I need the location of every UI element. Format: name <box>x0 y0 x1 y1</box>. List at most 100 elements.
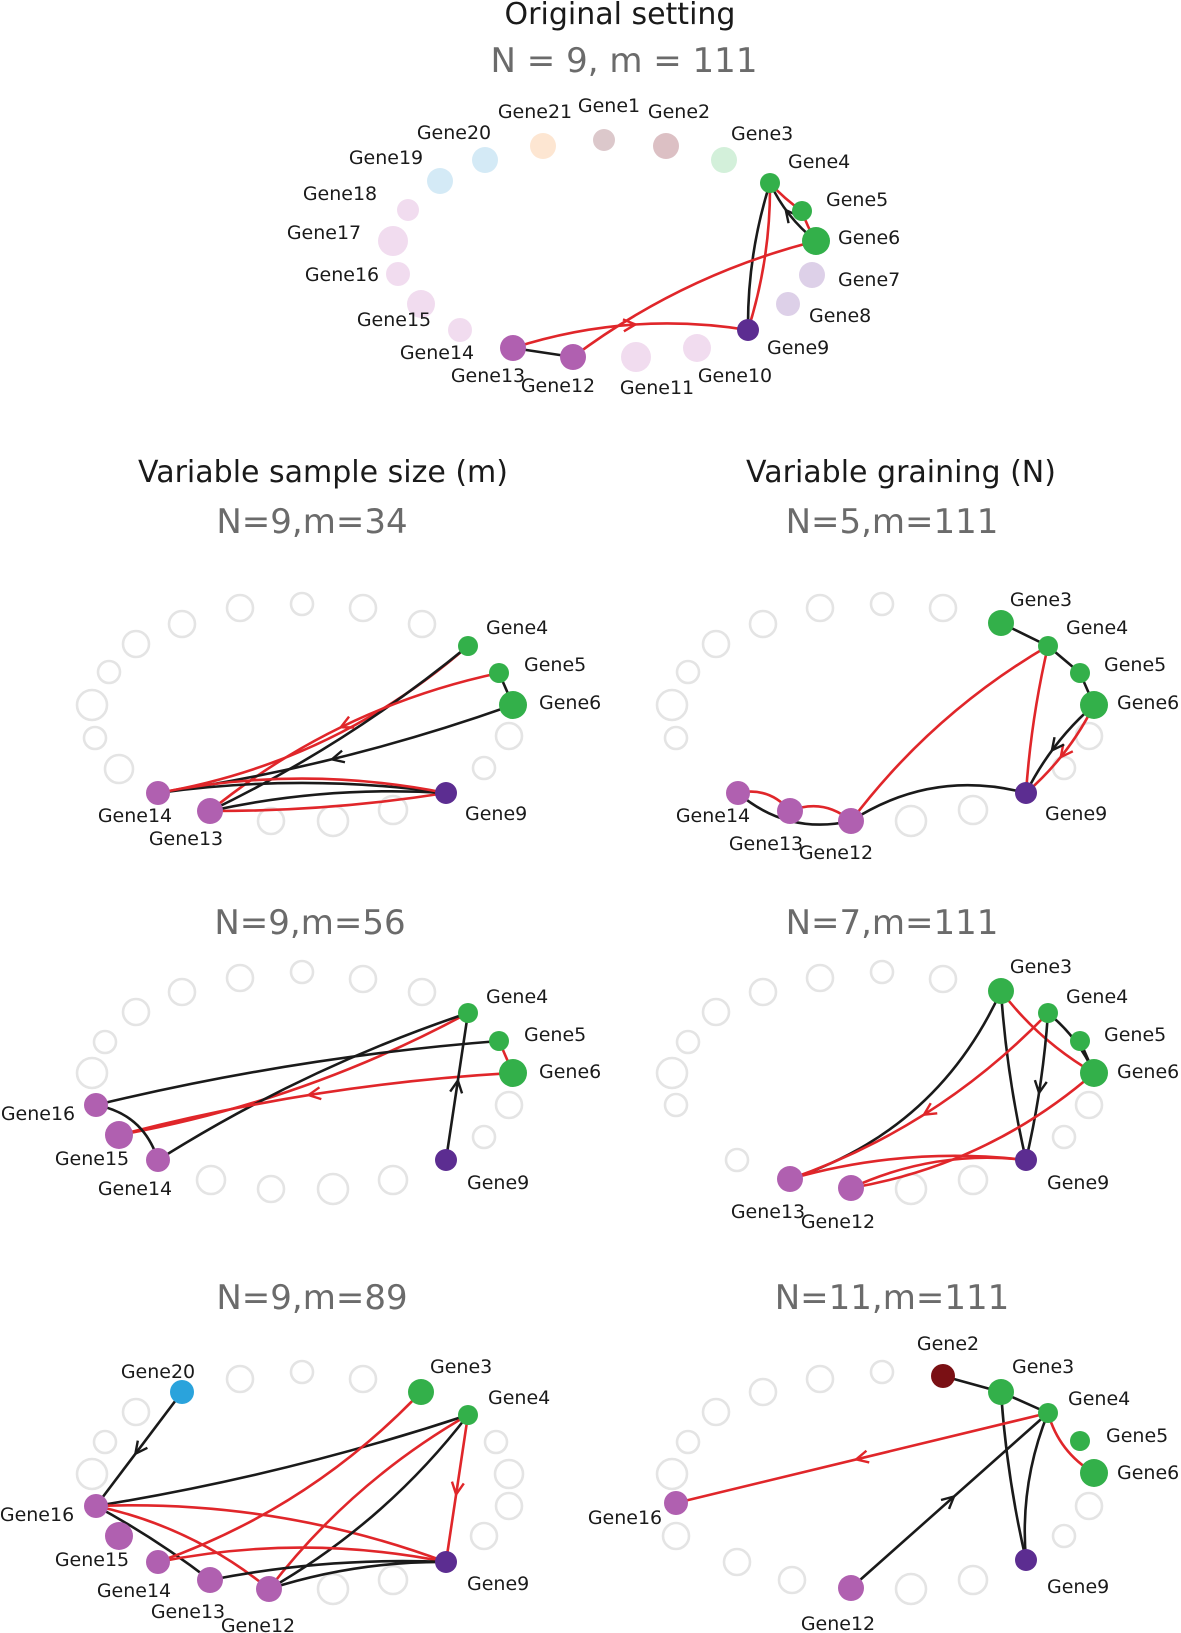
empty-gene-slot <box>722 1547 752 1577</box>
empty-gene-slot <box>748 977 778 1007</box>
panel-n7-ring <box>655 959 1104 1206</box>
empty-gene-slot <box>869 1359 895 1385</box>
panel-m89-edges <box>94 1391 470 1591</box>
empty-gene-slot <box>1074 1090 1104 1120</box>
label-gene15: Gene15 <box>55 1148 129 1170</box>
edge-gene4-gene12 <box>268 1414 470 1591</box>
node-gene4 <box>458 1405 478 1425</box>
label-gene6: Gene6 <box>539 692 601 714</box>
empty-gene-slot <box>348 964 378 994</box>
empty-gene-slot <box>316 804 350 838</box>
edge-gene4-gene9 <box>444 1414 470 1563</box>
empty-gene-slot <box>928 964 958 994</box>
empty-gene-slot <box>377 1564 409 1596</box>
arrow-head-icon <box>450 1481 465 1498</box>
edge-gene4-gene13 <box>789 1012 1049 1181</box>
node-gene16 <box>84 1494 108 1518</box>
label-gene4: Gene4 <box>1068 1388 1130 1410</box>
empty-gene-slot <box>103 753 135 785</box>
node-gene5 <box>792 201 812 221</box>
node-gene9 <box>737 319 759 341</box>
empty-gene-slot <box>748 1377 778 1407</box>
panel-n5-edges <box>737 621 1096 826</box>
label-gene13: Gene13 <box>451 365 525 387</box>
label-gene9: Gene9 <box>467 1573 529 1595</box>
empty-gene-slot <box>805 593 835 623</box>
empty-gene-slot <box>1051 755 1077 781</box>
edge-gene14-gene9 <box>157 777 447 795</box>
node-gene14 <box>448 318 472 342</box>
node-gene9 <box>435 1551 457 1573</box>
empty-gene-slot <box>167 977 197 1007</box>
label-gene14: Gene14 <box>97 1580 171 1602</box>
node-gene5 <box>489 1031 509 1051</box>
edge-gene4-gene16 <box>675 1411 1049 1505</box>
label-gene20: Gene20 <box>417 122 491 144</box>
empty-gene-slot <box>894 804 928 838</box>
empty-gene-slot <box>289 591 315 617</box>
label-gene3: Gene3 <box>1010 956 1072 978</box>
label-gene16: Gene16 <box>588 1507 662 1529</box>
empty-gene-slot <box>663 725 689 751</box>
label-gene9: Gene9 <box>1045 803 1107 825</box>
arrow-head-icon <box>305 1086 322 1101</box>
empty-gene-slot <box>348 1364 378 1394</box>
node-gene1 <box>593 129 615 151</box>
empty-gene-slot <box>377 1164 409 1196</box>
empty-gene-slot <box>869 591 895 617</box>
label-gene7: Gene7 <box>838 269 900 291</box>
node-gene20 <box>472 147 498 173</box>
empty-gene-slot <box>663 1092 689 1118</box>
empty-gene-slot <box>225 593 255 623</box>
label-gene13: Gene13 <box>151 1601 225 1623</box>
empty-gene-slot <box>289 959 315 985</box>
label-gene16: Gene16 <box>0 1504 74 1526</box>
label-gene14: Gene14 <box>98 1178 172 1200</box>
edge-gene16-gene12 <box>95 1504 270 1591</box>
node-gene16 <box>386 262 410 286</box>
arrow-head-icon <box>853 1449 870 1464</box>
label-gene20: Gene20 <box>121 1361 195 1383</box>
label-gene13: Gene13 <box>729 833 803 855</box>
edge-gene6-gene12 <box>850 1072 1095 1190</box>
label-gene6: Gene6 <box>838 227 900 249</box>
edge-gene4-gene9 <box>746 182 772 331</box>
edge-gene4-gene9 <box>1024 1012 1050 1161</box>
empty-gene-slot <box>1074 1491 1104 1521</box>
edge-gene4-gene14 <box>157 1011 469 1162</box>
node-gene20 <box>170 1380 194 1404</box>
empty-gene-slot <box>494 1491 524 1521</box>
label-gene19: Gene19 <box>349 147 423 169</box>
edge-gene14-gene9 <box>157 1546 447 1564</box>
node-gene3 <box>408 1379 434 1405</box>
node-gene9 <box>1015 1149 1037 1171</box>
empty-gene-slot <box>121 1397 151 1427</box>
empty-gene-slot <box>92 1029 118 1055</box>
edge-gene3-gene14 <box>157 1391 422 1564</box>
edge-gene13-gene9 <box>209 790 447 813</box>
node-gene14 <box>726 781 750 805</box>
label-gene10: Gene10 <box>698 365 772 387</box>
label-gene18: Gene18 <box>303 183 377 205</box>
empty-gene-slot <box>483 1429 509 1455</box>
node-gene13 <box>197 798 223 824</box>
arrow-head-icon <box>338 715 355 729</box>
node-gene19 <box>427 168 453 194</box>
label-gene6: Gene6 <box>1117 1061 1179 1083</box>
left-column-title: Variable sample size (m) <box>138 455 508 490</box>
empty-gene-slot <box>471 1124 497 1150</box>
node-gene16 <box>84 1093 108 1117</box>
edge-gene20-gene16 <box>94 1391 184 1507</box>
label-gene9: Gene9 <box>467 1172 529 1194</box>
node-gene8 <box>776 292 800 316</box>
empty-gene-slot <box>377 794 409 826</box>
node-gene12 <box>256 1576 282 1602</box>
edge-gene4-gene9 <box>1024 645 1050 794</box>
panel-n11-subtitle: N=11,m=111 <box>775 1278 1010 1318</box>
empty-gene-slot <box>121 997 151 1027</box>
label-gene14: Gene14 <box>676 805 750 827</box>
